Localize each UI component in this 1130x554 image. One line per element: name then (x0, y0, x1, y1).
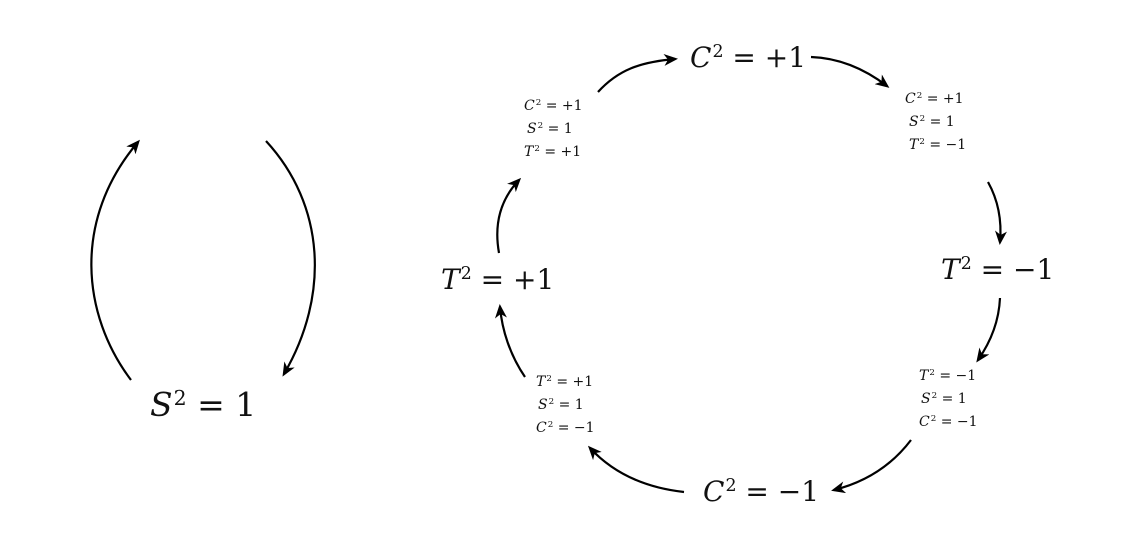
node-top: C2 = +1 (690, 41, 807, 74)
left-cycle-arrow-up (90, 139, 140, 381)
node-left: T2 = +1 (441, 263, 555, 296)
stack-bottom-left: T2 = +1 S2 = 1 C2 = −1 (536, 375, 595, 444)
arrow-topright-to-right (987, 181, 1007, 245)
arrow-right-to-bottomright (976, 297, 1002, 363)
arrow-left-to-topleft (496, 177, 522, 254)
stack-row: S2 = 1 (538, 397, 584, 413)
left-cycle-label: S2 = 1 (150, 385, 257, 424)
stack-row: C2 = −1 (536, 420, 595, 436)
stack-row: T2 = +1 (536, 374, 594, 390)
stack-row: S2 = 1 (909, 114, 955, 130)
arrow-bottom-to-bottomleft (587, 445, 685, 494)
stack-row: C2 = +1 (524, 98, 583, 114)
stack-row: S2 = 1 (527, 121, 573, 137)
stack-bottom-right: T2 = −1 S2 = 1 C2 = −1 (919, 369, 978, 438)
arrow-top-to-topright (810, 55, 890, 88)
stack-row: T2 = −1 (919, 368, 977, 384)
stack-row: T2 = −1 (909, 137, 967, 153)
stack-row: C2 = −1 (919, 414, 978, 430)
arrow-bottomleft-to-left (494, 304, 526, 378)
stack-top-left: C2 = +1 S2 = 1 T2 = +1 (524, 99, 583, 168)
arrow-bottomright-to-bottom (831, 439, 912, 494)
stack-row: T2 = +1 (524, 144, 582, 160)
stack-top-right: C2 = +1 S2 = 1 T2 = −1 (905, 92, 966, 161)
stack-row: C2 = +1 (905, 91, 964, 107)
left-cycle-arrow-down (265, 140, 316, 377)
arrow-topleft-to-top (597, 53, 678, 93)
stack-row: S2 = 1 (921, 391, 967, 407)
node-bottom: C2 = −1 (703, 475, 820, 508)
node-right: T2 = −1 (941, 253, 1055, 286)
